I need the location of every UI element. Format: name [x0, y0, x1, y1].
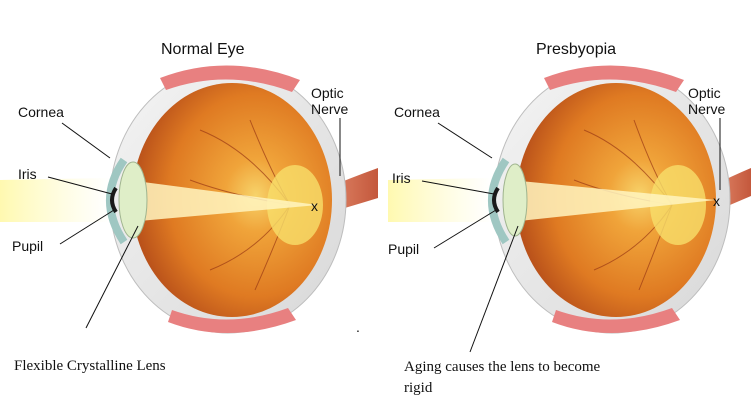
panel-title: Normal Eye: [161, 41, 245, 58]
panel-normal-eye: Normal Eye x Cornea Optic Nerve: [0, 41, 378, 374]
label-nerve: Nerve: [688, 101, 726, 117]
panel-presbyopia: Presbyopia x Cornea Optic Nerve Iris Pup…: [388, 41, 751, 396]
label-iris: Iris: [392, 170, 411, 186]
label-pupil: Pupil: [388, 241, 419, 257]
label-pupil: Pupil: [12, 238, 43, 254]
label-nerve: Nerve: [311, 101, 349, 117]
label-iris: Iris: [18, 166, 37, 182]
focus-mark: x: [311, 198, 318, 214]
lens-shape: [119, 162, 147, 238]
label-cornea: Cornea: [394, 104, 440, 120]
label-cornea: Cornea: [18, 104, 64, 120]
caption-line: Flexible Crystalline Lens: [14, 358, 166, 374]
panel-title: Presbyopia: [536, 41, 616, 58]
focus-mark: x: [713, 193, 720, 209]
light-beam: [0, 178, 110, 222]
stray-dot: .: [356, 319, 360, 335]
label-optic: Optic: [688, 85, 721, 101]
label-optic: Optic: [311, 85, 344, 101]
caption-line: rigid: [404, 380, 433, 396]
caption-line: Aging causes the lens to become: [404, 359, 601, 375]
lens-shape: [503, 164, 527, 236]
